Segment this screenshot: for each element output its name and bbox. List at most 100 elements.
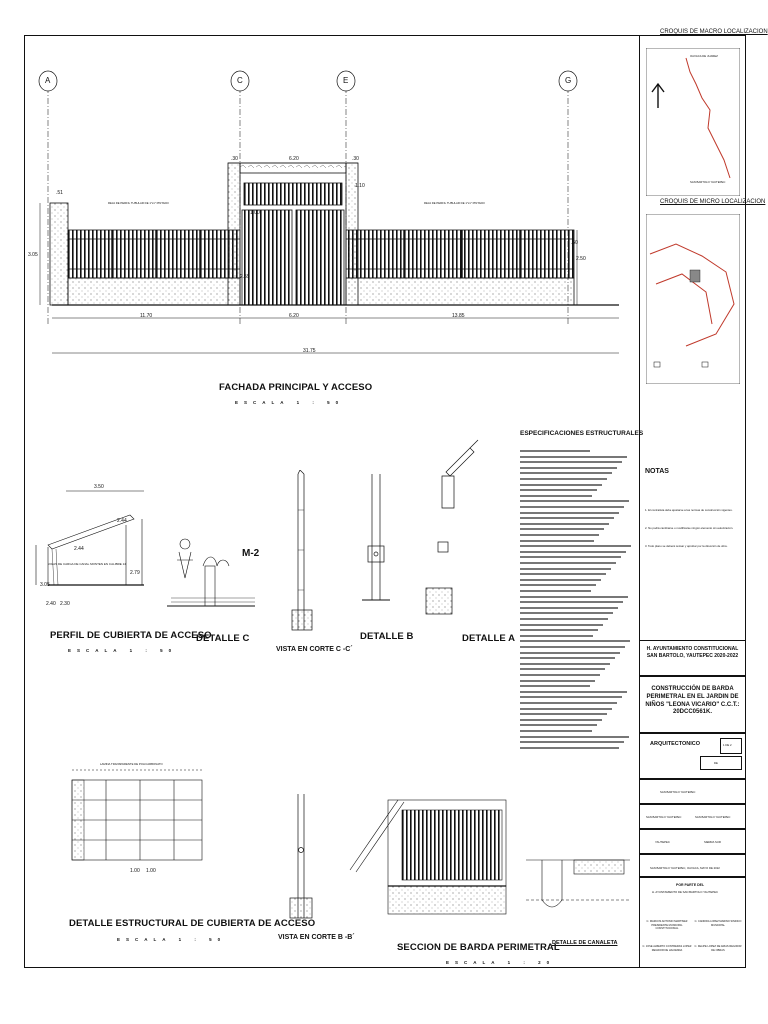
spec-line xyxy=(520,724,597,727)
perfil-dim-hb: 2.30 xyxy=(60,601,70,607)
dim-top-right: .30 xyxy=(352,156,359,162)
detalle-a-drawing xyxy=(425,439,479,615)
spec-line xyxy=(520,511,619,514)
perfil-dim-slope: 2.44 xyxy=(117,518,127,524)
authority-short: H. AYUNTAMIENTO DE SAN BARTOLO YAUTEPEC xyxy=(652,890,719,894)
scale-fachada: ESCALA 1 : 50 xyxy=(235,400,345,405)
title-vista-bb: VISTA EN CORTE B -B´ xyxy=(278,934,355,941)
vista-cc-drawing xyxy=(291,470,313,631)
spec-line xyxy=(520,679,595,682)
spec-line xyxy=(520,478,607,480)
dim-height-left: 3.05 xyxy=(28,252,38,258)
spec-line xyxy=(520,556,621,559)
district: YAUTEPEC xyxy=(655,840,670,844)
locality-3: SAN BARTOLO YAUTEPEC xyxy=(695,815,731,819)
perfil-drawing: VIGAS DE CARGA DE CANAL MONTEN EN CALIBR… xyxy=(35,490,144,586)
spec-line xyxy=(520,573,606,576)
micro-map xyxy=(646,214,740,384)
spec-line xyxy=(520,550,626,553)
spec-line xyxy=(520,578,601,581)
title-block-divider xyxy=(639,675,746,677)
fence-label-right: REJA DE PERFIL TUBULAR DE 1"x1" PINTADO xyxy=(424,201,485,205)
spec-line xyxy=(520,662,610,665)
plan-type: ARQUITECTONICO xyxy=(650,741,701,747)
dim-right-b: 2.50 xyxy=(576,256,586,262)
spec-line xyxy=(520,629,598,632)
title-perfil: PERFIL DE CUBIERTA DE ACCESO xyxy=(50,630,212,641)
perfil-dim-htotal: 3.05 xyxy=(40,582,50,588)
dim-top-left: .30 xyxy=(231,156,238,162)
spec-line xyxy=(520,500,629,503)
spec-line xyxy=(520,606,618,609)
title-block-divider xyxy=(639,853,746,855)
dim-gate-inner: 1.00 xyxy=(250,210,260,216)
signature-1: C. MARCOS ANTONIO MARTINEZ PRESIDENTE MU… xyxy=(646,920,688,931)
signature-3: C. JOSE ALBERTO CONTRERAS LOPEZ REGIDOR … xyxy=(642,945,692,952)
title-detalle-b: DETALLE B xyxy=(360,631,414,642)
estructural-note: LAMINA TRANSPARENTE DE POLICARBONATO xyxy=(100,762,163,766)
detalle-b-drawing xyxy=(362,474,390,601)
title-detalle-c: DETALLE C xyxy=(196,633,250,644)
locality-1: SAN BARTOLO YAUTEPEC xyxy=(660,790,696,794)
title-seccion: SECCION DE BARDA PERIMETRAL xyxy=(397,942,560,953)
seccion-drawing xyxy=(349,799,507,915)
note-item: 1. El contratista debe ajustarse a las n… xyxy=(645,508,733,512)
dim-seg-mid: 6.20 xyxy=(289,313,299,319)
note-item: 3. Todo plano se deberá revisar y aproba… xyxy=(645,544,728,549)
notes-list: 1. El contratista debe ajustarse a las n… xyxy=(645,508,740,549)
axis-label-g: G xyxy=(565,76,572,85)
sheet-number: 1 DE 2 xyxy=(723,743,732,747)
sheet-box xyxy=(720,738,742,754)
spec-line xyxy=(520,601,623,604)
axis-label-c: C xyxy=(237,76,243,85)
axis-label-e: E xyxy=(343,76,349,85)
fence-label-left: REJA DE PERFIL TUBULAR DE 1"x1" PINTADO xyxy=(108,201,169,205)
spec-line xyxy=(520,746,619,749)
detalle-c-label: M-2 xyxy=(242,548,260,559)
spec-line xyxy=(520,567,611,570)
scale-seccion: ESCALA 1 : 20 xyxy=(446,960,556,965)
spec-line xyxy=(520,657,615,660)
axis-label-a: A xyxy=(45,76,51,85)
dim-bay: 2.55 xyxy=(240,274,250,280)
spec-line xyxy=(520,506,624,508)
scale-perfil: ESCALA 1 : 50 xyxy=(68,648,178,653)
macro-map xyxy=(646,48,740,196)
spec-line xyxy=(520,735,629,738)
title-block-project: CONSTRUCCIÓN DE BARDA PERIMETRAL EN EL J… xyxy=(645,686,740,716)
spec-line xyxy=(520,562,616,564)
spec-line xyxy=(520,713,607,716)
perfil-dim-hr: 2.79 xyxy=(130,570,140,576)
spec-line xyxy=(520,646,625,648)
estructural-drawing xyxy=(71,769,203,861)
spec-line xyxy=(520,450,590,452)
spec-line xyxy=(520,466,617,469)
dim-seg-right: 13.85 xyxy=(452,313,465,319)
title-fachada: FACHADA PRINCIPAL Y ACCESO xyxy=(219,382,373,393)
region: SIERRA SUR xyxy=(704,840,721,844)
spec-line xyxy=(520,668,605,671)
spec-line xyxy=(520,741,624,744)
title-detalle-a: DETALLE A xyxy=(462,633,516,644)
macro-map-title: CROQUIS DE MACRO LOCALIZACION xyxy=(660,29,768,35)
sheet-code-box xyxy=(700,756,742,770)
estructural-dim-1: 1.00 xyxy=(130,868,140,874)
spec-line xyxy=(520,590,591,592)
spec-line xyxy=(520,702,617,704)
signature-4: C. FELIPE LOPEZ DE ARIAS REGIDOR DE OBRA… xyxy=(694,945,742,952)
dim-right-a: .50 xyxy=(571,240,578,246)
title-estructural: DETALLE ESTRUCTURAL DE CUBIERTA DE ACCES… xyxy=(69,918,316,929)
fachada-drawing xyxy=(38,70,619,354)
dim-total: 31.75 xyxy=(303,348,316,354)
spec-line xyxy=(520,651,620,654)
macro-map-label-bottom: SAN BARTOLO YAUTEPEC xyxy=(690,180,726,184)
date: SAN BARTOLO YAUTEPEC, OAXACA, MAYO DE 20… xyxy=(650,866,720,870)
spec-line xyxy=(520,674,600,676)
locality-2: SAN BARTOLO YAUTEPEC xyxy=(646,815,682,819)
perfil-note: VIGAS DE CARGA DE CANAL MONTEN EN CALIBR… xyxy=(48,562,126,566)
spec-line xyxy=(520,483,602,486)
sheet-code: DE xyxy=(714,761,718,765)
spec-line xyxy=(520,634,593,637)
spec-line xyxy=(520,730,592,732)
dim-gate-height: 1.10 xyxy=(355,183,365,189)
